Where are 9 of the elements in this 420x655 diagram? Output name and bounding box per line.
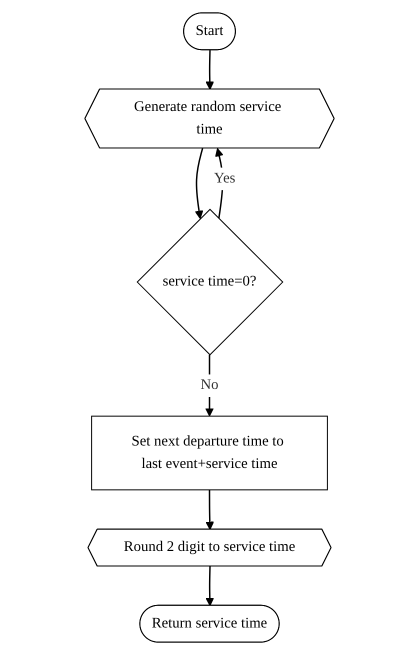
edge-label: Yes	[214, 170, 236, 186]
arrow	[206, 50, 215, 90]
arrow	[206, 566, 215, 606]
node-box: Set next departure time to last event+service time	[92, 416, 328, 490]
arrow	[195, 148, 204, 220]
arrow	[216, 148, 224, 219]
edge-label: No	[200, 377, 220, 394]
node-diamond: service time=0?	[137, 208, 284, 356]
arrow	[206, 490, 215, 530]
